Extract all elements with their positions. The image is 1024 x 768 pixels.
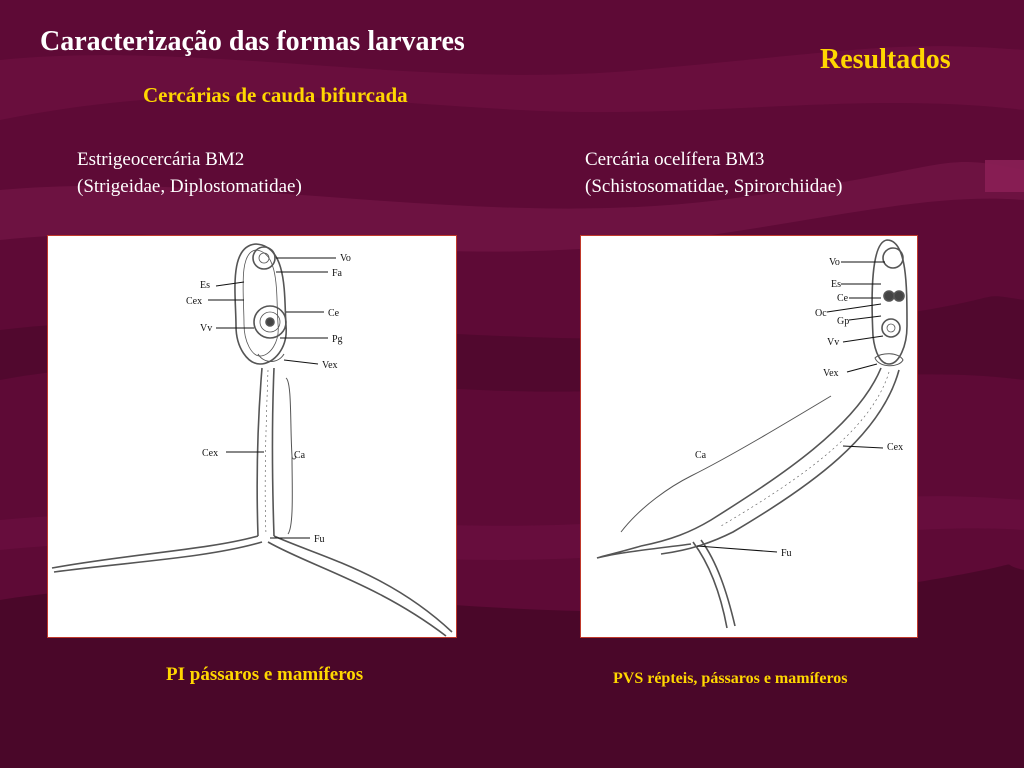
label-vo: Vo	[829, 257, 840, 268]
label-ca: Ca	[695, 450, 707, 461]
label-ce: Ce	[328, 308, 340, 319]
right-heading-name: Cercária ocelífera BM3	[585, 146, 843, 173]
label-vv: Vv	[827, 337, 839, 348]
label-vo: Vo	[340, 253, 351, 264]
label-fu: Fu	[781, 548, 792, 559]
left-heading: Estrigeocercária BM2 (Strigeidae, Diplos…	[77, 146, 302, 200]
slide-subtitle: Cercárias de cauda bifurcada	[143, 83, 408, 108]
label-vex: Vex	[322, 360, 338, 371]
ocellate-cercaria-drawing: Vo Es Ce Oc Gp Vv Vex Cex Ca Fu	[581, 236, 917, 637]
label-pg: Pg	[332, 334, 343, 345]
left-heading-name: Estrigeocercária BM2	[77, 146, 302, 173]
section-label: Resultados	[820, 44, 951, 76]
label-fu: Fu	[314, 534, 325, 545]
right-diagram-panel: Vo Es Ce Oc Gp Vv Vex Cex Ca Fu	[580, 235, 918, 638]
label-es: Es	[831, 279, 841, 290]
right-heading: Cercária ocelífera BM3 (Schistosomatidae…	[585, 146, 843, 200]
right-heading-families: (Schistosomatidae, Spirorchiidae)	[585, 173, 843, 200]
label-fa: Fa	[332, 268, 343, 279]
label-gp: Gp	[837, 316, 849, 327]
strigeocercaria-drawing: Vo Fa Es Cex Ce Vv Pg Vex Cex Ca Fu	[48, 236, 456, 637]
left-caption: PI pássaros e mamíferos	[166, 664, 363, 686]
label-cex: Cex	[186, 296, 202, 307]
label-ca: Ca	[294, 450, 306, 461]
left-heading-families: (Strigeidae, Diplostomatidae)	[77, 173, 302, 200]
label-vv: Vv	[200, 323, 212, 334]
label-oc: Oc	[815, 308, 827, 319]
right-caption: PVS répteis, pássaros e mamíferos	[613, 670, 848, 688]
label-cex-tail: Cex	[202, 448, 218, 459]
left-diagram-panel: Vo Fa Es Cex Ce Vv Pg Vex Cex Ca Fu	[47, 235, 457, 638]
label-cex: Cex	[887, 442, 903, 453]
label-vex: Vex	[823, 368, 839, 379]
slide-title: Caracterização das formas larvares	[40, 26, 465, 58]
label-es: Es	[200, 280, 210, 291]
label-ce: Ce	[837, 293, 849, 304]
